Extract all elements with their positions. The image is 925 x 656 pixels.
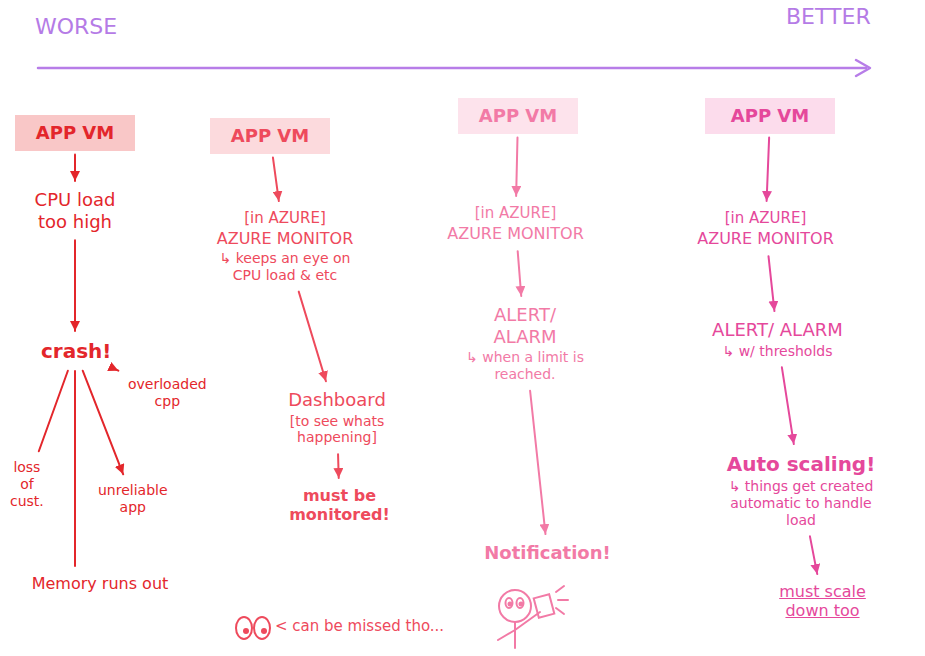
flow-arrow [530, 391, 545, 534]
node-heading: [in AZURE] [206, 209, 364, 227]
node-text: [to see whats happening] [278, 413, 396, 447]
node-text: AZURE MONITOR [206, 229, 364, 248]
node-heading: APP VM [468, 105, 568, 127]
note-node: [in AZURE] AZURE MONITOR ↳ keeps an eye on… [200, 205, 370, 288]
pupil [243, 628, 249, 634]
node-heading: must be monitored! [288, 486, 391, 524]
note-node: Dashboard[to see whats happening] [272, 385, 402, 450]
note-node: overloaded cpp [122, 372, 213, 414]
node-text: ↳ keeps an eye on CPU load & etc [206, 250, 364, 284]
scale-arrow [38, 60, 870, 76]
node-text: ↳ w/ thresholds [711, 343, 844, 360]
note-label: < can be missed tho... [275, 617, 444, 635]
flow-arrow [74, 155, 76, 181]
flow-arrow [768, 256, 774, 311]
note-node: must scale down too [760, 578, 885, 624]
note-node: ALERT/ ALARM↳ when a limit is reached. [455, 300, 595, 387]
flow-arrow [74, 371, 76, 566]
scale-label: WORSE [35, 14, 117, 40]
node-heading: [in AZURE] [439, 204, 592, 222]
arm [498, 630, 515, 640]
node-heading: [in AZURE] [689, 209, 842, 227]
node-heading: Dashboard [278, 389, 396, 411]
flow-arrow [39, 371, 68, 451]
flow-arrow [83, 371, 123, 475]
ping-lines [556, 586, 568, 614]
note-node: [in AZURE] AZURE MONITOR [683, 205, 848, 252]
app-vm-box: APP VM [15, 115, 135, 151]
flow-arrow [767, 138, 770, 201]
eye [517, 598, 524, 608]
app-vm-box: APP VM [210, 118, 330, 154]
arm [515, 612, 540, 630]
note-node: CPU load too high [25, 185, 125, 236]
body [514, 622, 516, 648]
node-heading: APP VM [220, 125, 320, 147]
note-node: ALERT/ ALARM ↳ w/ thresholds [705, 315, 850, 363]
flow-arrow [273, 158, 279, 201]
node-heading: Memory runs out [21, 574, 179, 593]
node-heading: ALERT/ ALARM [711, 319, 844, 341]
note-node: Auto scaling!↳ things get created automa… [712, 448, 890, 532]
node-heading: CPU load too high [31, 189, 119, 232]
node-heading: ALERT/ ALARM [461, 304, 589, 347]
flow-arrow [114, 369, 118, 371]
node-heading: Notification! [466, 542, 629, 564]
note-node: Notification! [460, 538, 635, 568]
note-node: crash! [35, 335, 115, 367]
scale-line [38, 67, 866, 70]
note-node: Memory runs out [15, 570, 185, 597]
eye [254, 617, 270, 639]
node-heading: must scale down too [766, 582, 879, 620]
flow-arrow [516, 138, 517, 196]
flow-arrow [299, 292, 326, 382]
node-heading: APP VM [25, 122, 125, 144]
node-text: AZURE MONITOR [689, 229, 842, 248]
scale-label: BETTER [786, 4, 871, 30]
eye [506, 598, 513, 608]
app-vm-box: APP VM [458, 98, 578, 134]
node-heading: Auto scaling! [718, 452, 884, 476]
eyes-doodle [236, 617, 270, 639]
node-heading: unreliable app [98, 482, 168, 516]
note-node: unreliable app [92, 478, 174, 520]
eye [236, 617, 252, 639]
flow-arrow [782, 367, 794, 444]
node-heading: APP VM [715, 105, 825, 127]
head [499, 590, 531, 622]
person-doodle [498, 586, 568, 648]
flow-arrow [518, 251, 522, 296]
pupil [509, 603, 512, 606]
flow-arrow [337, 454, 340, 478]
node-text: ↳ when a limit is reached. [461, 349, 589, 383]
note-node: loss of cust. [4, 455, 50, 513]
pupil [520, 603, 523, 606]
node-heading: overloaded cpp [128, 376, 207, 410]
flow-arrow [810, 536, 817, 574]
node-heading: crash! [41, 339, 109, 363]
node-heading: loss of cust. [10, 459, 44, 509]
scale-head [856, 60, 870, 76]
phone [534, 594, 555, 617]
pupil [261, 628, 267, 634]
node-text: ↳ things get created automatic to handle… [718, 478, 884, 528]
app-vm-box: APP VM [705, 98, 835, 134]
note-node: must be monitored! [282, 482, 397, 528]
flow-arrow [74, 240, 76, 331]
node-text: AZURE MONITOR [439, 224, 592, 243]
note-node: [in AZURE] AZURE MONITOR [433, 200, 598, 247]
